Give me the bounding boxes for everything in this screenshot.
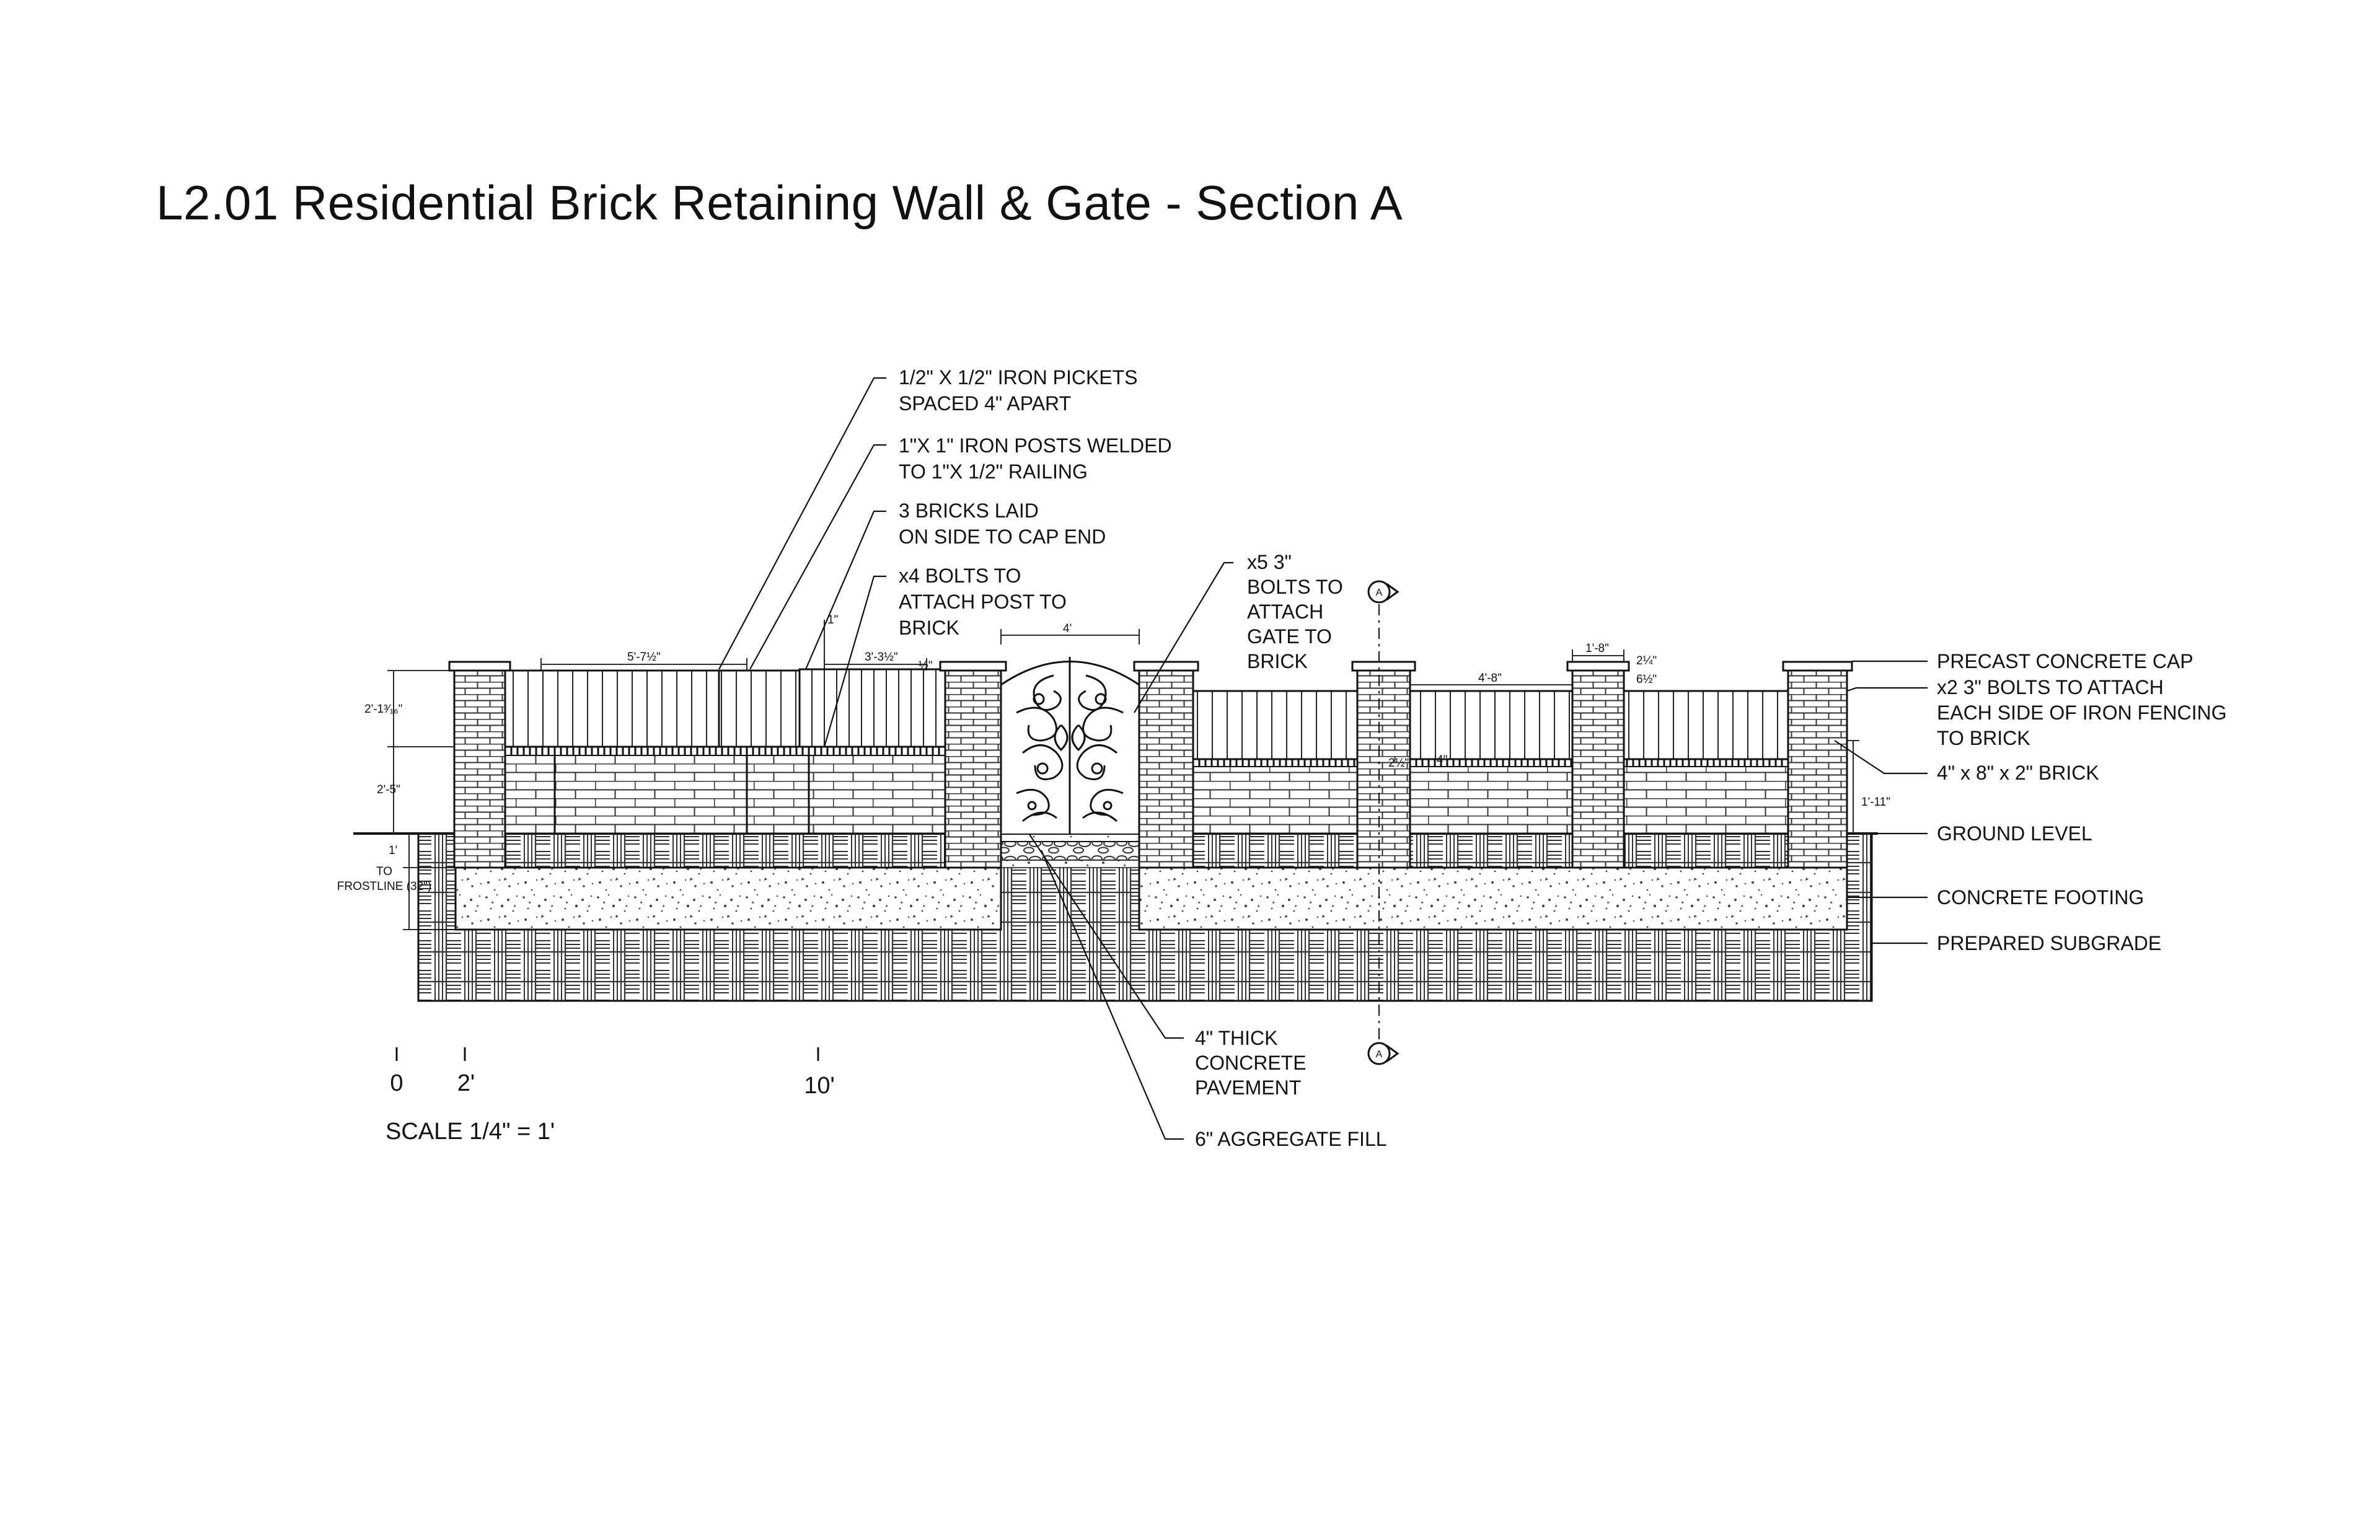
precast-cap (1133, 661, 1199, 672)
left-wall (504, 668, 946, 835)
pier-5 (1566, 661, 1630, 869)
right-brick-wall (1192, 761, 1789, 835)
label-subgrade: PREPARED SUBGRADE (1937, 932, 2161, 954)
svg-text:A: A (1376, 587, 1383, 598)
precast-cap (448, 661, 511, 672)
right-fence-c (1623, 690, 1789, 760)
dim-wall-height: 2'-5" (377, 783, 400, 796)
dim-right-wall: 1'-11" (1861, 796, 1890, 809)
dim-cap-over: 6½" (1636, 673, 1657, 686)
right-rail-band (1192, 759, 1789, 767)
page-title: L2.01 Residential Brick Retaining Wall &… (156, 175, 1403, 230)
left-rail-band (505, 746, 946, 756)
section-cut: A A (1367, 580, 1399, 1065)
right-fence-a (1192, 690, 1365, 760)
label-aggregate: 6" AGGREGATE FILL (1195, 1128, 1387, 1150)
left-brick-wall (504, 746, 946, 835)
left-fence-tall (504, 669, 720, 748)
scale-tick-10: 10' (804, 1073, 835, 1099)
dim-cap-thick: 2¼" (1636, 654, 1657, 667)
scale-tick-0: 0 (390, 1070, 403, 1096)
dim-panel-left: 5'-7½" (627, 651, 661, 664)
precast-cap (1351, 661, 1416, 672)
pavement-sublayer (1000, 860, 1140, 868)
pier-2 (939, 661, 1007, 869)
dim-below-grade: 1' (389, 844, 397, 857)
dim-gate-width: 4' (1063, 622, 1072, 635)
scale-bar: 0 2' 10' SCALE 1/4" = 1' (386, 1047, 835, 1145)
label-ground-level: GROUND LEVEL (1937, 822, 2092, 845)
pier-4 (1351, 661, 1416, 869)
precast-cap (1782, 661, 1853, 672)
dim-one-inch: 1" (827, 614, 838, 627)
scale-tick-2: 2' (457, 1070, 475, 1096)
svg-text:A: A (1376, 1049, 1383, 1060)
precast-cap (1566, 661, 1630, 672)
concrete-footing-left (454, 866, 1002, 931)
dimension-lines (387, 620, 1859, 930)
piers (448, 661, 1853, 869)
right-fence-b (1409, 690, 1574, 760)
section-marker-bottom: A (1367, 1042, 1399, 1065)
dim-pier-width: 1'-8" (1585, 642, 1609, 655)
pier-3 (1133, 661, 1199, 869)
dim-panel-right: 4'-8" (1478, 672, 1502, 685)
label-footing: CONCRETE FOOTING (1937, 886, 2144, 909)
left-fence-low (798, 668, 946, 748)
aggregate-fill (1000, 841, 1140, 861)
right-wall (1192, 690, 1789, 835)
label-precast-cap: PRECAST CONCRETE CAP (1937, 650, 2193, 672)
pier-6 (1782, 661, 1853, 869)
dim-rail-w: 4" (1437, 754, 1447, 767)
leader-lines (718, 377, 1928, 1140)
left-fence-mid (718, 669, 801, 748)
dim-panel-short: 3'-3½" (865, 651, 898, 664)
dim-fence-height: 2'-1³⁄₁₆" (364, 703, 402, 716)
section-marker-top: A (1367, 580, 1399, 604)
ornamental-gate (1000, 657, 1140, 834)
dim-rail-gap: 2½" (1388, 757, 1409, 770)
concrete-footing-right (1138, 866, 1848, 931)
label-brick-size: 4" x 8" x 2" BRICK (1937, 762, 2099, 784)
pier-1 (448, 661, 511, 869)
precast-cap (939, 661, 1007, 672)
scale-label: SCALE 1/4" = 1' (386, 1119, 555, 1145)
dim-half-inch: ½" (919, 659, 933, 672)
below-grade (353, 832, 1878, 1002)
